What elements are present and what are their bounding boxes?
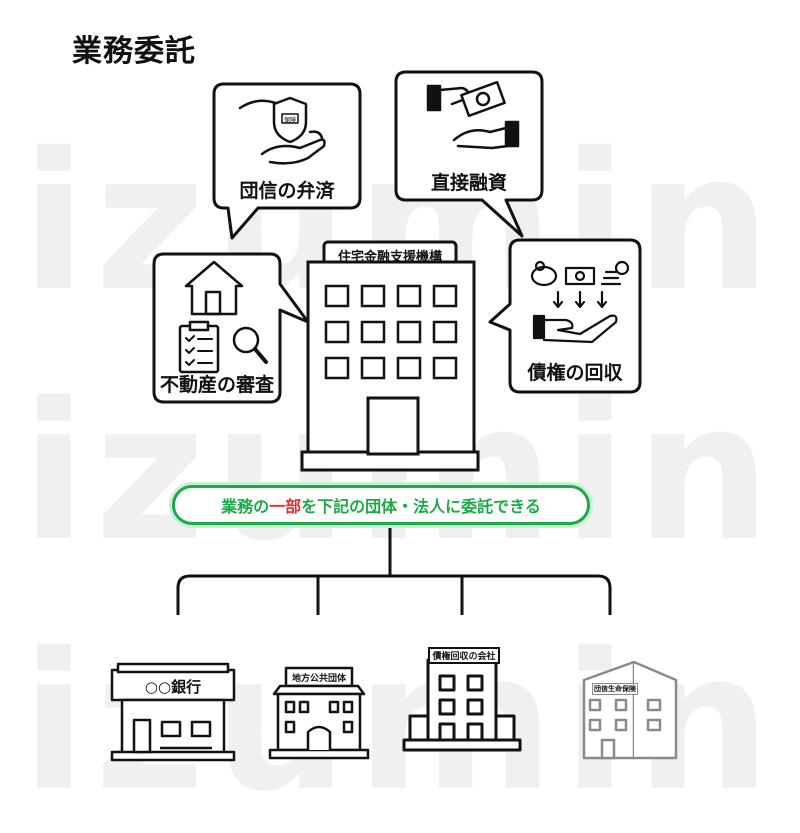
insurance-building-icon bbox=[582, 660, 678, 760]
hq-building-icon bbox=[300, 240, 480, 472]
diagram-canvas: izumin izumin izumin 業務委託 bbox=[21, 34, 770, 818]
page-title: 業務委託 bbox=[72, 34, 196, 69]
bubble-label-property: 不動産の審査 bbox=[159, 374, 274, 396]
org-label-local-gov: 地方公共団体 bbox=[291, 674, 346, 684]
house-checklist-magnifier-icon bbox=[178, 260, 268, 374]
diagram-lines: 保険 bbox=[110, 70, 678, 762]
hq-sign-label: 住宅金融支援機構 bbox=[337, 250, 442, 265]
bubble-label-loan: 直接融資 bbox=[430, 172, 507, 194]
connector-lines bbox=[176, 525, 612, 615]
shield-text: 保険 bbox=[284, 116, 296, 124]
org-label-bank: ○○銀行 bbox=[144, 678, 202, 696]
banner-highlight: 一部 bbox=[269, 497, 302, 516]
delegation-banner: 業務の一部を下記の団体・法人に委託できる bbox=[172, 485, 590, 525]
money-handover-icon bbox=[426, 80, 520, 150]
insurance-shield-hands-icon bbox=[238, 96, 326, 165]
bubble-label-team: 団信の弁済 bbox=[239, 180, 335, 202]
speech-bubble-debt bbox=[488, 238, 642, 394]
speech-bubble-loan bbox=[394, 70, 544, 238]
government-building-icon bbox=[268, 666, 370, 760]
money-collection-hand-icon bbox=[530, 260, 630, 344]
org-label-life-insurance: 団信生命保険 bbox=[592, 683, 638, 695]
speech-bubble-team bbox=[212, 82, 362, 240]
bubble-label-debt: 債権の回収 bbox=[527, 362, 623, 384]
bank-building-icon bbox=[110, 662, 236, 762]
office-building-icon bbox=[402, 658, 522, 752]
org-label-collection: 債権回収の会社 bbox=[428, 647, 500, 664]
banner-prefix: 業務の bbox=[221, 497, 270, 516]
banner-suffix: を下記の団体・法人に委託できる bbox=[301, 497, 541, 516]
